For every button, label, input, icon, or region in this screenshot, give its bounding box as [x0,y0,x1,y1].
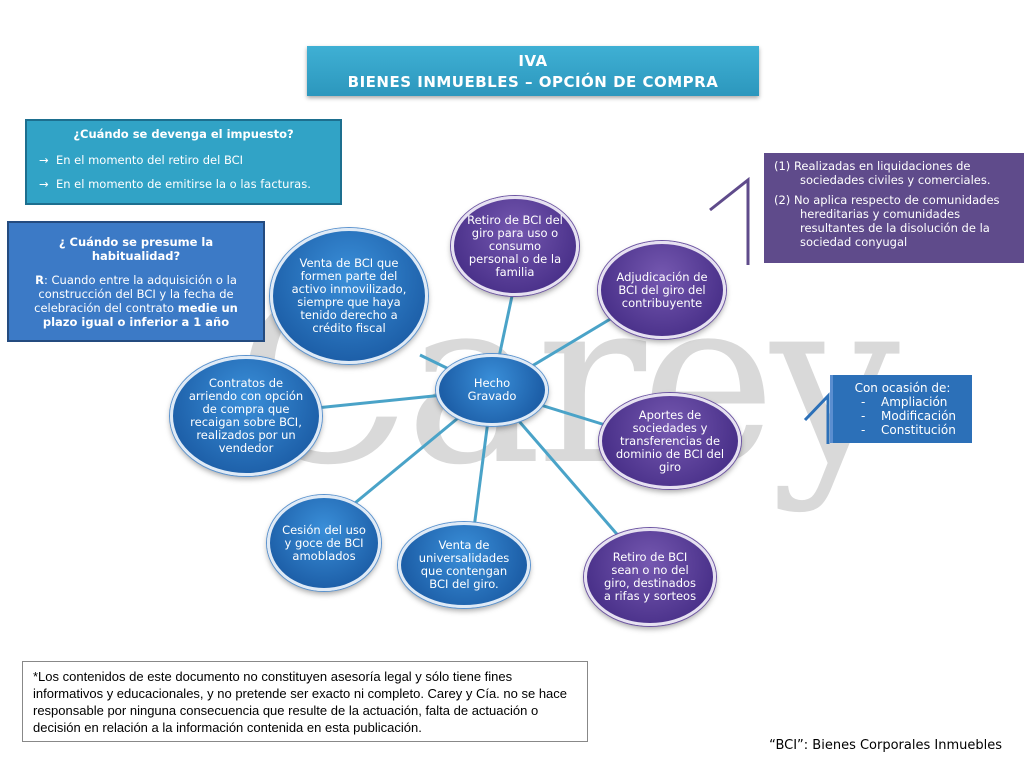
devengo-option-1-text: En el momento del retiro del BCI [55,153,244,167]
notes-box: (1) Realizadas en liquidaciones de socie… [764,153,1024,263]
habitualidad-question: ¿ Cuándo se presume la habitualidad? [58,235,214,263]
page-title: IVA BIENES INMUEBLES – OPCIÓN DE COMPRA [307,46,759,96]
disclaimer-box: *Los contenidos de este documento no con… [22,661,588,742]
title-line-2: BIENES INMUEBLES – OPCIÓN DE COMPRA [347,73,719,91]
bci-footnote: “BCI”: Bienes Corporales Inmuebles [769,738,1002,753]
ocasion-item: -Ampliación [861,395,948,409]
notes-bracket [709,176,750,265]
answer-prefix: R [35,273,44,287]
note-1: (1) Realizadas en liquidaciones de socie… [774,159,991,187]
arrow-right-icon: → [39,153,49,167]
node-rifas: Retiro de BCI sean o no del giro, destin… [584,528,716,626]
node-venta-activo-label: Venta de BCI que formen parte del activo… [291,256,407,335]
note-2: (2) No aplica respecto de comunidades he… [774,193,1000,249]
ocasion-item: -Modificación [861,409,957,423]
devengo-question: ¿Cuándo se devenga el impuesto? [73,127,294,141]
title-line-1: IVA [518,52,548,70]
habitualidad-answer: R: Cuando entre la adquisición o la cons… [17,273,255,329]
node-contratos-label: Contratos de arriendo con opción de comp… [188,376,304,455]
node-cesion: Cesión del uso y goce de BCI amoblados [267,495,381,591]
node-hecho-gravado: Hecho Gravado [436,354,548,426]
ocasion-header: Con ocasión de: [854,381,951,395]
node-cesion-label: Cesión del uso y goce de BCI amoblados [282,522,366,563]
answer-bold: medie un plazo igual o inferior a 1 año [42,301,238,329]
node-aportes-label: Aportes de sociedades y transferencias d… [615,407,725,474]
node-universalidades: Venta de universalidades que contengan B… [398,522,530,608]
devengo-option-2-text: En el momento de emitirse la o las factu… [55,177,311,191]
ocasion-box: Con ocasión de: -Ampliación -Modificació… [830,375,972,443]
node-contratos: Contratos de arriendo con opción de comp… [170,356,322,476]
ocasion-item-text: Modificación [881,409,957,423]
node-aportes: Aportes de sociedades y transferencias d… [599,393,741,489]
node-universalidades-label: Venta de universalidades que contengan B… [418,538,510,591]
answer-text: : Cuando entre la adquisición o la const… [34,273,237,315]
arrow-right-icon: → [39,177,49,191]
node-adjudicacion: Adjudicación de BCI del giro del contrib… [598,241,726,339]
devengo-box: ¿Cuándo se devenga el impuesto? → En el … [25,119,342,205]
ocasion-bracket [803,392,830,444]
habitualidad-box: ¿ Cuándo se presume la habitualidad? R: … [7,221,265,342]
node-venta-activo: Venta de BCI que formen parte del activo… [270,228,428,364]
node-hecho-gravado-label: Hecho Gravado [467,376,517,403]
node-rifas-label: Retiro de BCI sean o no del giro, destin… [603,550,697,603]
node-retiro-giro: Retiro de BCI del giro para uso o consum… [451,196,579,296]
devengo-option-2: → En el momento de emitirse la o las fac… [39,177,340,191]
ocasion-item-text: Constitución [881,423,956,437]
ocasion-item: -Constitución [861,423,956,437]
ocasion-item-text: Ampliación [881,395,948,409]
devengo-option-1: → En el momento del retiro del BCI [39,153,340,167]
node-adjudicacion-label: Adjudicación de BCI del giro del contrib… [616,269,708,310]
node-retiro-giro-label: Retiro de BCI del giro para uso o consum… [467,212,563,279]
